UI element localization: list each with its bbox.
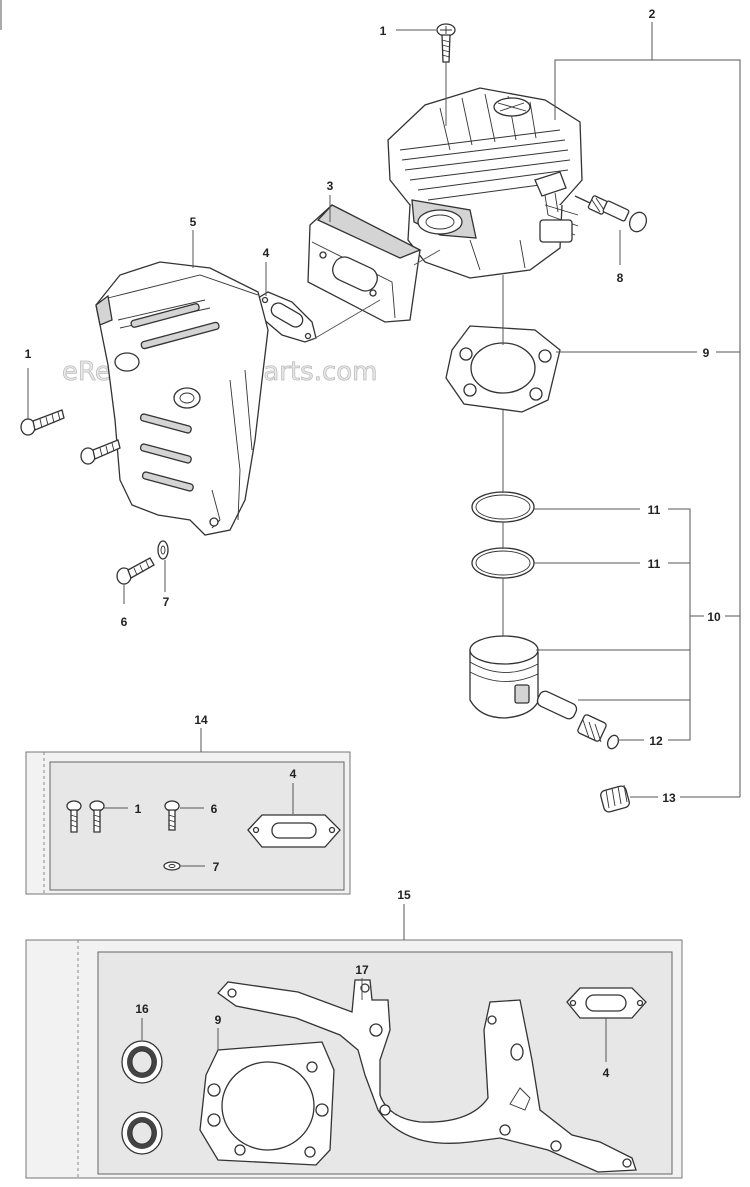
callout-6: 6 — [121, 615, 128, 629]
kit15-callout-9: 9 — [215, 1013, 222, 1027]
crank-bearing — [600, 784, 630, 813]
callout-3: 3 — [327, 179, 334, 193]
kit14-callout-1: 1 — [135, 802, 142, 816]
kit14-callout-4: 4 — [290, 767, 297, 781]
decompression-valve — [574, 195, 648, 233]
callout-1-left: 1 — [25, 347, 32, 361]
kit-15-muffler-gasket — [566, 987, 647, 1019]
callout-16: 16 — [135, 1002, 149, 1016]
callout-7: 7 — [163, 595, 170, 609]
kit15-callout-4: 4 — [603, 1066, 610, 1080]
callout-12: 12 — [649, 734, 663, 748]
kit-14-screw-6 — [164, 800, 180, 831]
kit14-callout-7: 7 — [213, 860, 220, 874]
callout-4: 4 — [263, 246, 270, 260]
callout-17: 17 — [355, 963, 369, 977]
callout-5: 5 — [190, 215, 197, 229]
callout-15: 15 — [397, 888, 411, 902]
cylinder — [387, 87, 583, 279]
muffler-screw-lower — [80, 439, 121, 465]
piston-pin-bearing — [577, 714, 620, 750]
piston — [469, 635, 578, 720]
crank-seal-lower — [121, 1111, 163, 1155]
callout-2: 2 — [649, 7, 656, 21]
crank-seal-upper — [121, 1040, 163, 1084]
piston-ring-lower — [471, 547, 535, 579]
piston-ring-upper — [471, 491, 535, 523]
callout-11-upper: 11 — [648, 503, 661, 517]
cylinder-screw — [436, 23, 456, 126]
muffler — [95, 261, 269, 536]
kit-14-gasket-4 — [247, 814, 341, 848]
muffler-washer — [157, 540, 169, 560]
kit14-callout-6: 6 — [211, 802, 218, 816]
callout-9: 9 — [703, 346, 710, 360]
callout-13: 13 — [662, 791, 676, 805]
callout-10: 10 — [707, 610, 721, 624]
muffler-screw-bottom — [116, 557, 155, 585]
callout-14: 14 — [194, 713, 208, 727]
kit-15-cylinder-gasket — [199, 1041, 335, 1166]
kit-14-screws-1 — [66, 800, 105, 833]
kit-14-washer-7 — [163, 861, 181, 871]
insulator-block — [307, 204, 422, 323]
muffler-screw-upper — [20, 409, 65, 436]
callout-8: 8 — [617, 271, 624, 285]
callout-1-top: 1 — [380, 24, 387, 38]
callout-11-lower: 11 — [648, 557, 661, 571]
crankcase-gasket — [217, 979, 637, 1173]
